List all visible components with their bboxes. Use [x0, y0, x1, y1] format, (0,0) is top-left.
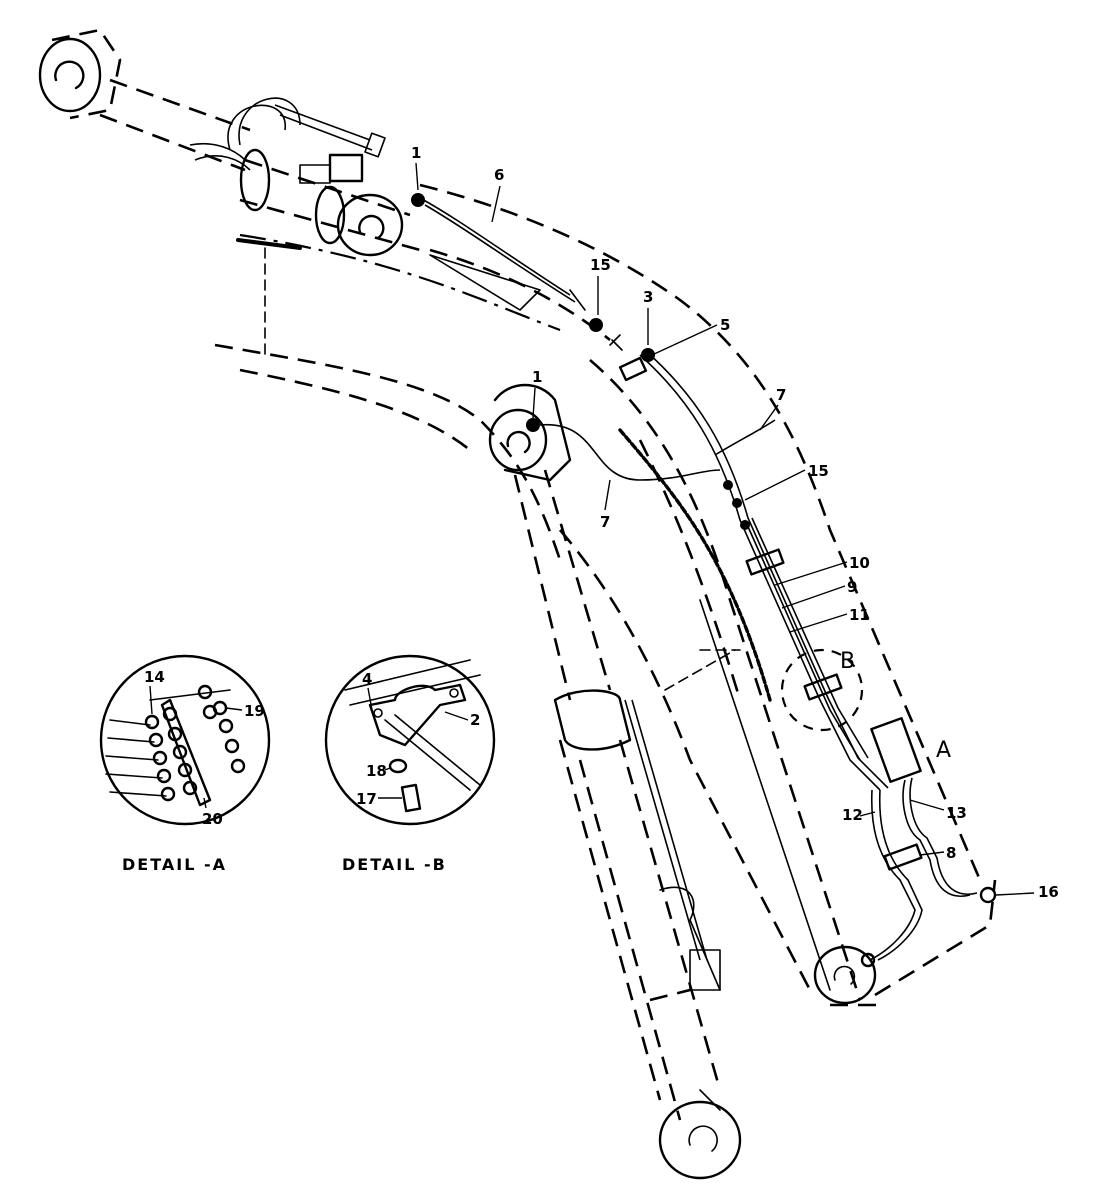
fitting-16 [979, 886, 997, 904]
callout-11: 11 [849, 606, 870, 624]
boom-cylinder [38, 28, 425, 257]
tube-13 [902, 779, 971, 897]
detail-b-circle [324, 654, 496, 826]
callout-16: 16 [1038, 883, 1059, 901]
hose-6 [419, 197, 571, 296]
detail-b-callout-18: 18 [366, 762, 387, 780]
callout-1-arm: 1 [532, 368, 542, 386]
tube-12 [869, 789, 916, 961]
detail-b-bolt [400, 783, 422, 813]
detail-b-callout-17: 17 [356, 790, 377, 808]
arm-cylinder-head-eye [488, 408, 548, 472]
grease-fitting-1-top [411, 193, 425, 207]
grease-fitting-15-lower-b [732, 498, 742, 508]
valve-block [328, 153, 364, 183]
detail-b-callout-2: 2 [470, 711, 480, 729]
detail-b-marker: B [840, 649, 855, 674]
detail-a-callout-20: 20 [202, 810, 223, 828]
tube-clamp [883, 843, 923, 871]
detail-a-callout-19: 19 [244, 702, 265, 720]
callout-3: 3 [643, 288, 653, 306]
detail-b-callout-4: 4 [362, 670, 372, 688]
tube-clamp [745, 548, 785, 576]
grease-line-7-upper [714, 419, 776, 456]
detail-b-reference: B [780, 648, 864, 732]
arm-cylinder [488, 383, 742, 1180]
boom-foot-pin [813, 945, 877, 1005]
callout-7-lower: 7 [600, 513, 610, 531]
grease-fitting-1-arm [526, 418, 540, 432]
callout-1-top: 1 [411, 144, 421, 162]
rod-eye-pin [54, 60, 85, 90]
callout-15-upper: 15 [590, 256, 611, 274]
detail-a-manifold [160, 698, 212, 807]
callout-5: 5 [720, 316, 730, 334]
tube-clamp [803, 673, 843, 701]
detail-b-title: DETAIL -B [342, 855, 447, 874]
detail-a-circle [99, 654, 271, 826]
callout-7-upper: 7 [776, 386, 786, 404]
detail-a-callout-14: 14 [144, 668, 165, 686]
detail-b-nut [388, 758, 408, 774]
rod-eye [38, 37, 102, 113]
detail-b: 4 2 18 17 DETAIL -B [324, 654, 496, 874]
detail-a-fittings [144, 684, 246, 802]
manifold-a [870, 717, 922, 783]
arm-cylinder-rod-eye [658, 1100, 742, 1180]
tubing [419, 197, 997, 968]
detail-b-clamp [368, 683, 467, 747]
detail-a-reference: A [936, 738, 951, 763]
callout-8: 8 [946, 844, 956, 862]
detail-a: 14 19 20 DETAIL -A [99, 654, 271, 874]
clamp-3 [618, 356, 648, 382]
callout-10: 10 [849, 554, 870, 572]
detail-a-marker: A [936, 738, 951, 763]
boom-cylinder-trunnion [336, 193, 404, 257]
callout-9: 9 [847, 578, 857, 596]
grease-line-7-lower [539, 424, 721, 481]
grease-fitting-15-lower-a [723, 480, 733, 490]
callout-15-lower: 15 [808, 462, 829, 480]
grease-fitting-5 [641, 348, 655, 362]
callout-6: 6 [494, 166, 504, 184]
boom-body [214, 183, 997, 1007]
callout-13: 13 [946, 804, 967, 822]
detail-a-title: DETAIL -A [122, 855, 227, 874]
callout-12: 12 [842, 806, 863, 824]
grease-fitting-15-upper [589, 318, 603, 332]
callouts: 1 6 15 3 5 1 7 7 15 10 9 11 13 12 8 16 [411, 144, 1059, 901]
